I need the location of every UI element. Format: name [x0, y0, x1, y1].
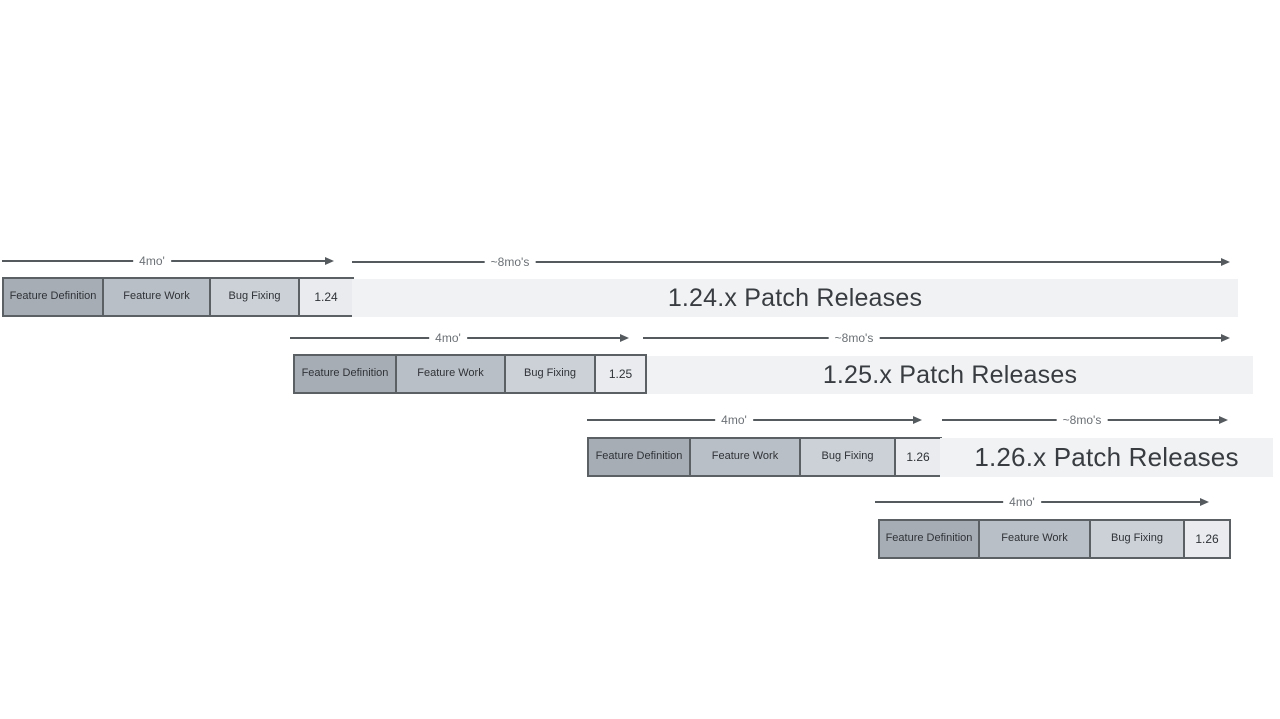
phase-box-feature-work: Feature Work — [102, 279, 209, 315]
patch-window-arrow: ~8mo's — [942, 413, 1228, 427]
four-month-arrow: 4mo' — [875, 495, 1209, 509]
four-month-label: 4mo' — [715, 413, 753, 427]
patch-releases-label: 1.24.x Patch Releases — [667, 283, 923, 312]
four-month-label: 4mo' — [429, 331, 467, 345]
patch-releases-label: 1.25.x Patch Releases — [822, 360, 1078, 389]
patch-releases-banner: 1.24.x Patch Releases — [352, 279, 1238, 317]
phase-box-feature-definition: Feature Definition — [589, 439, 689, 475]
patch-releases-banner: 1.26.x Patch Releases — [940, 438, 1273, 477]
release-row-next: Feature Definition Feature Work Bug Fixi… — [878, 519, 1231, 559]
phase-box-bug-fixing: Bug Fixing — [799, 439, 894, 475]
four-month-label: 4mo' — [1003, 495, 1041, 509]
patch-releases-label: 1.26.x Patch Releases — [974, 442, 1239, 472]
patch-window-label: ~8mo's — [828, 331, 880, 345]
release-row-1-24: Feature Definition Feature Work Bug Fixi… — [2, 277, 354, 317]
patch-releases-banner: 1.25.x Patch Releases — [647, 356, 1253, 394]
release-row-1-26: Feature Definition Feature Work Bug Fixi… — [587, 437, 942, 477]
four-month-label: 4mo' — [133, 254, 171, 268]
phase-box-feature-definition: Feature Definition — [295, 356, 395, 392]
version-box: 1.25 — [594, 356, 645, 392]
version-box: 1.24 — [298, 279, 352, 315]
four-month-arrow: 4mo' — [587, 413, 922, 427]
phase-box-bug-fixing: Bug Fixing — [504, 356, 594, 392]
version-box: 1.26 — [1183, 521, 1229, 557]
phase-box-feature-work: Feature Work — [689, 439, 799, 475]
phase-box-feature-work: Feature Work — [978, 521, 1089, 557]
release-row-1-25: Feature Definition Feature Work Bug Fixi… — [293, 354, 647, 394]
patch-window-arrow: ~8mo's — [352, 255, 1230, 269]
phase-box-feature-work: Feature Work — [395, 356, 504, 392]
four-month-arrow: 4mo' — [2, 254, 334, 268]
phase-box-feature-definition: Feature Definition — [880, 521, 978, 557]
phase-box-bug-fixing: Bug Fixing — [209, 279, 298, 315]
version-box: 1.26 — [894, 439, 940, 475]
patch-window-arrow: ~8mo's — [643, 331, 1230, 345]
four-month-arrow: 4mo' — [290, 331, 629, 345]
phase-box-bug-fixing: Bug Fixing — [1089, 521, 1183, 557]
patch-window-label: ~8mo's — [1056, 413, 1108, 427]
phase-box-feature-definition: Feature Definition — [4, 279, 102, 315]
patch-window-label: ~8mo's — [484, 255, 536, 269]
